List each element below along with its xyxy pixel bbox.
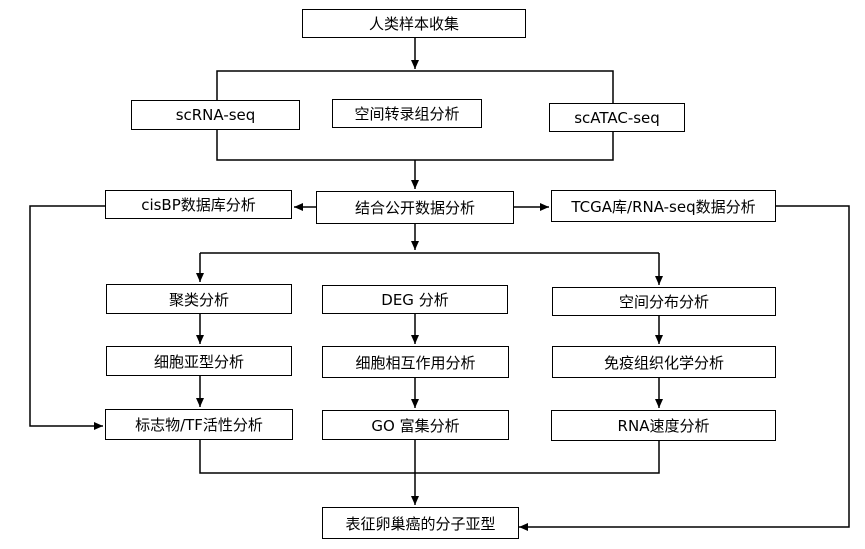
node-spatial-transcriptomics: 空间转录组分析 xyxy=(332,99,482,128)
branch-line-top xyxy=(216,70,614,103)
merge-line-techs xyxy=(216,130,614,161)
node-scatac-seq: scATAC-seq xyxy=(549,103,685,132)
node-go-enrichment: GO 富集分析 xyxy=(322,410,509,440)
node-tcga-analysis: TCGA库/RNA-seq数据分析 xyxy=(551,190,776,222)
loop-tcga-to-final xyxy=(519,205,850,531)
node-sample-collection: 人类样本收集 xyxy=(302,9,526,38)
node-spatial-distribution: 空间分布分析 xyxy=(552,287,776,316)
node-cell-interaction: 细胞相互作用分析 xyxy=(322,346,509,378)
node-combine-public-data: 结合公开数据分析 xyxy=(316,191,514,224)
node-clustering: 聚类分析 xyxy=(106,284,292,314)
node-deg-analysis: DEG 分析 xyxy=(322,285,508,314)
node-cisbp-analysis: cisBP数据库分析 xyxy=(105,190,292,219)
node-scrna-seq: scRNA-seq xyxy=(131,100,300,130)
node-ihc-analysis: 免疫组织化学分析 xyxy=(552,346,776,378)
node-cell-subtype: 细胞亚型分析 xyxy=(106,346,292,376)
node-rna-velocity: RNA速度分析 xyxy=(551,410,776,441)
node-marker-tf-activity: 标志物/TF活性分析 xyxy=(105,409,293,440)
loop-cisbp-to-markers xyxy=(29,205,105,430)
node-ovarian-cancer-subtypes: 表征卵巢癌的分子亚型 xyxy=(322,507,519,539)
merge-line-bottom xyxy=(199,440,660,474)
